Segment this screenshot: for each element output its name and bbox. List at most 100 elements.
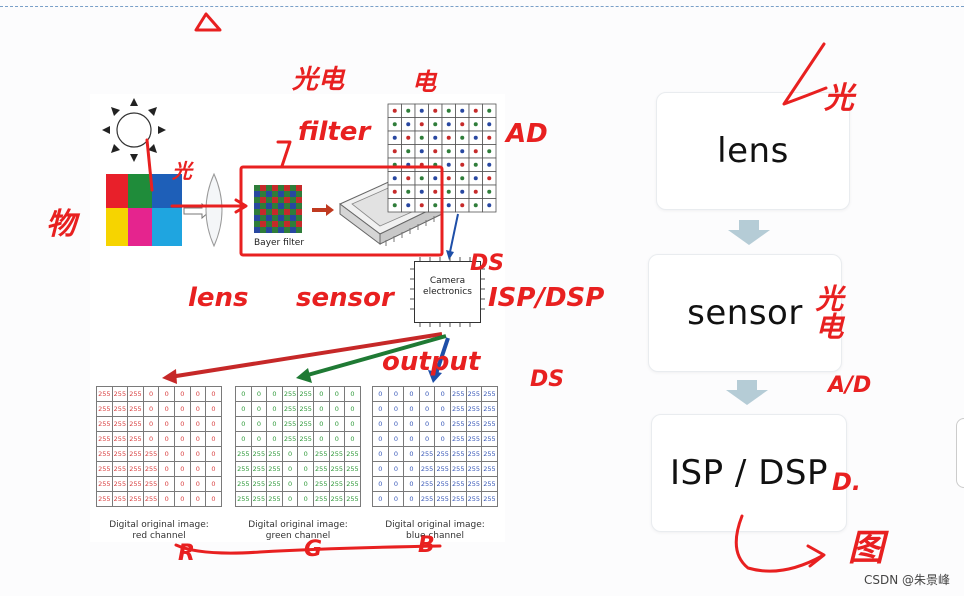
channel-cell: 255	[466, 477, 483, 492]
channel-cell: 0	[373, 477, 389, 492]
pixel-dot	[460, 135, 465, 140]
pixel-dot	[487, 122, 492, 127]
channel-cell: 255	[128, 432, 144, 447]
channel-cell: 255	[112, 477, 129, 492]
csdn-watermark: CSDN @朱景峰	[863, 573, 950, 587]
channel-cell: 255	[298, 432, 314, 447]
channel-cell: 0	[404, 492, 420, 507]
pixel-dot	[419, 162, 424, 167]
channel-cell: 0	[159, 492, 175, 507]
pixel-dot	[392, 135, 397, 140]
channel-cell: 255	[128, 387, 144, 402]
pixel-dot	[419, 189, 424, 194]
channel-cell: 0	[373, 447, 389, 462]
bayer-cell	[260, 191, 266, 197]
side-panel-tab[interactable]	[956, 418, 964, 488]
channel-cell: 0	[388, 447, 405, 462]
channel-cell: 0	[206, 387, 222, 402]
ink-triangle	[194, 12, 222, 32]
channel-cell: 0	[388, 432, 405, 447]
bayer-cell	[272, 191, 278, 197]
channel-cell: 255	[313, 477, 330, 492]
green-caption-line2: green channel	[265, 531, 331, 541]
output-arrows	[162, 332, 450, 384]
channel-cell: 0	[388, 387, 405, 402]
pixel-dot	[419, 203, 424, 208]
pixel-dot	[406, 135, 411, 140]
channel-cell: 0	[251, 402, 268, 417]
channel-cell: 255	[419, 447, 436, 462]
channel-cell: 255	[236, 477, 252, 492]
channel-cell: 255	[450, 417, 467, 432]
channel-cell: 255	[435, 462, 451, 477]
channel-cell: 0	[206, 447, 222, 462]
channel-cell: 255	[466, 402, 483, 417]
bayer-cell	[260, 221, 266, 227]
bayer-cell	[254, 197, 260, 203]
channel-cell: 0	[329, 432, 346, 447]
channel-cell: 255	[112, 492, 129, 507]
bayer-cell	[260, 185, 266, 191]
channel-cell: 0	[190, 402, 207, 417]
bayer-cell	[266, 215, 272, 221]
channel-cell: 255	[482, 402, 498, 417]
bayer-cell	[266, 221, 272, 227]
channel-cell: 255	[112, 402, 129, 417]
channel-cell: 0	[298, 462, 314, 477]
pixel-dot	[446, 108, 451, 113]
channel-cell: 0	[143, 387, 160, 402]
ink-r: R	[178, 541, 195, 566]
bayer-cell	[296, 227, 302, 233]
pixel-dot	[460, 122, 465, 127]
channel-cell: 0	[159, 402, 175, 417]
bayer-cell	[272, 227, 278, 233]
channel-cell: 0	[282, 477, 299, 492]
pixel-dot	[392, 189, 397, 194]
pixel-dot	[473, 108, 478, 113]
channel-cell: 0	[329, 402, 346, 417]
pixel-dot	[392, 162, 397, 167]
channel-cell: 0	[206, 402, 222, 417]
bayer-cell	[290, 215, 296, 221]
channel-cell: 0	[174, 402, 191, 417]
channel-cell: 255	[97, 462, 113, 477]
channel-cell: 255	[450, 477, 467, 492]
pixel-dot	[419, 176, 424, 181]
channel-cell: 255	[466, 462, 483, 477]
channel-cell: 255	[419, 462, 436, 477]
bayer-cell	[290, 197, 296, 203]
bayer-cell	[278, 203, 284, 209]
channel-cell: 0	[174, 462, 191, 477]
pixel-dot	[487, 149, 492, 154]
channel-cell: 0	[236, 402, 252, 417]
pixel-dot	[446, 135, 451, 140]
channel-cell: 0	[373, 432, 389, 447]
pixel-dot	[487, 108, 492, 113]
pixel-dot	[446, 149, 451, 154]
channel-cell: 255	[282, 432, 299, 447]
pixel-dot	[487, 162, 492, 167]
bayer-cell	[254, 215, 260, 221]
channel-cell: 0	[404, 402, 420, 417]
bayer-cell	[296, 203, 302, 209]
ink-ad: AD	[504, 119, 548, 149]
channel-cell: 255	[97, 387, 113, 402]
bayer-cell	[254, 209, 260, 215]
pixel-dot	[473, 189, 478, 194]
channel-cell: 0	[435, 417, 451, 432]
channel-cell: 0	[345, 417, 361, 432]
channel-cell: 255	[345, 447, 361, 462]
bayer-cell	[284, 215, 290, 221]
pixel-dot	[433, 149, 438, 154]
channel-cell: 0	[388, 492, 405, 507]
channel-cell: 0	[267, 402, 283, 417]
channel-cell: 0	[206, 492, 222, 507]
bayer-cell	[260, 197, 266, 203]
bayer-cell	[272, 185, 278, 191]
bayer-cell	[260, 215, 266, 221]
channel-cell: 0	[282, 447, 299, 462]
channel-cell: 255	[466, 387, 483, 402]
